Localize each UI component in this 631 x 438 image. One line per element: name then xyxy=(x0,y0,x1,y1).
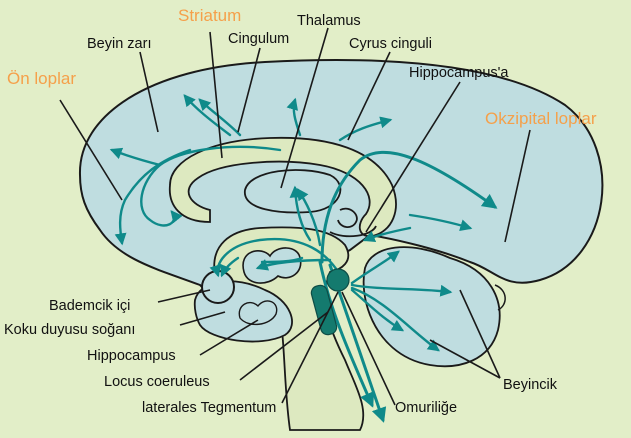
locus-coeruleus-nucleus xyxy=(327,269,349,291)
label-locus-coeruleus: Locus coeruleus xyxy=(104,374,210,390)
label-hippocampus: Hippocampus xyxy=(87,348,176,364)
label-beyincik: Beyincik xyxy=(503,377,558,393)
label-bademcik-ici: Bademcik içi xyxy=(49,298,130,314)
label-laterales-tegmentum: laterales Tegmentum xyxy=(142,400,276,416)
label-koku-duyusu-sogani: Koku duyusu soğanı xyxy=(4,322,135,338)
label-cingulum: Cingulum xyxy=(228,31,289,47)
label-thalamus: Thalamus xyxy=(297,13,361,29)
label-on-loplar: Ön loplar xyxy=(7,69,76,88)
label-omurilige: Omuriliğe xyxy=(395,400,457,416)
label-striatum: Striatum xyxy=(178,6,241,25)
label-beyin-zari: Beyin zarı xyxy=(87,36,151,52)
thalamus-body xyxy=(245,170,341,212)
label-cyrus-cinguli: Cyrus cinguli xyxy=(349,36,432,52)
label-okzipital-loplar: Okzipital loplar xyxy=(485,109,597,128)
label-hippocampusa: Hippocampus'a xyxy=(409,65,509,81)
